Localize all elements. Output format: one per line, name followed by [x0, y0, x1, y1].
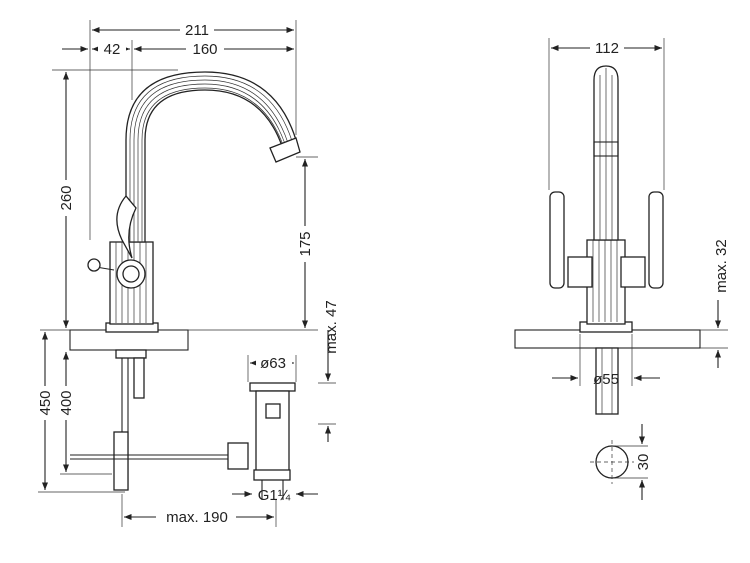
label-260: 260	[58, 185, 75, 210]
spout-ribs	[129, 75, 293, 242]
label-160: 160	[192, 41, 217, 58]
side-view	[514, 65, 701, 484]
label-max47: max. 47	[323, 300, 340, 353]
label-o63: ø63	[260, 355, 286, 372]
spout-tip	[269, 137, 301, 163]
pull-rod	[133, 357, 145, 399]
front-view	[40, 71, 318, 500]
waste-top	[249, 382, 296, 392]
label-450: 450	[37, 390, 54, 415]
label-42: 42	[104, 41, 121, 58]
label-max32: max. 32	[713, 239, 730, 292]
label-max190: max. 190	[166, 509, 228, 526]
countertop-right	[514, 329, 701, 349]
waste-body	[255, 390, 290, 472]
label-400: 400	[58, 390, 75, 415]
label-g114: G1¼	[258, 487, 291, 504]
side-lever-left	[549, 191, 565, 289]
countertop-left	[69, 329, 189, 351]
side-lever-right	[648, 191, 664, 289]
label-175: 175	[297, 231, 314, 256]
side-dimension-labels: 112 max. 32 ø55 30	[590, 39, 730, 470]
label-211: 211	[185, 22, 209, 39]
label-30: 30	[635, 454, 652, 471]
label-o55: ø55	[593, 371, 619, 388]
front-dimension-labels: 211 42 160 260 175 max. 47 450 400 ø63 G…	[35, 21, 340, 526]
front-dimensions	[38, 20, 336, 527]
lever-handle	[116, 194, 137, 259]
label-112: 112	[595, 40, 619, 57]
spout	[125, 71, 297, 243]
